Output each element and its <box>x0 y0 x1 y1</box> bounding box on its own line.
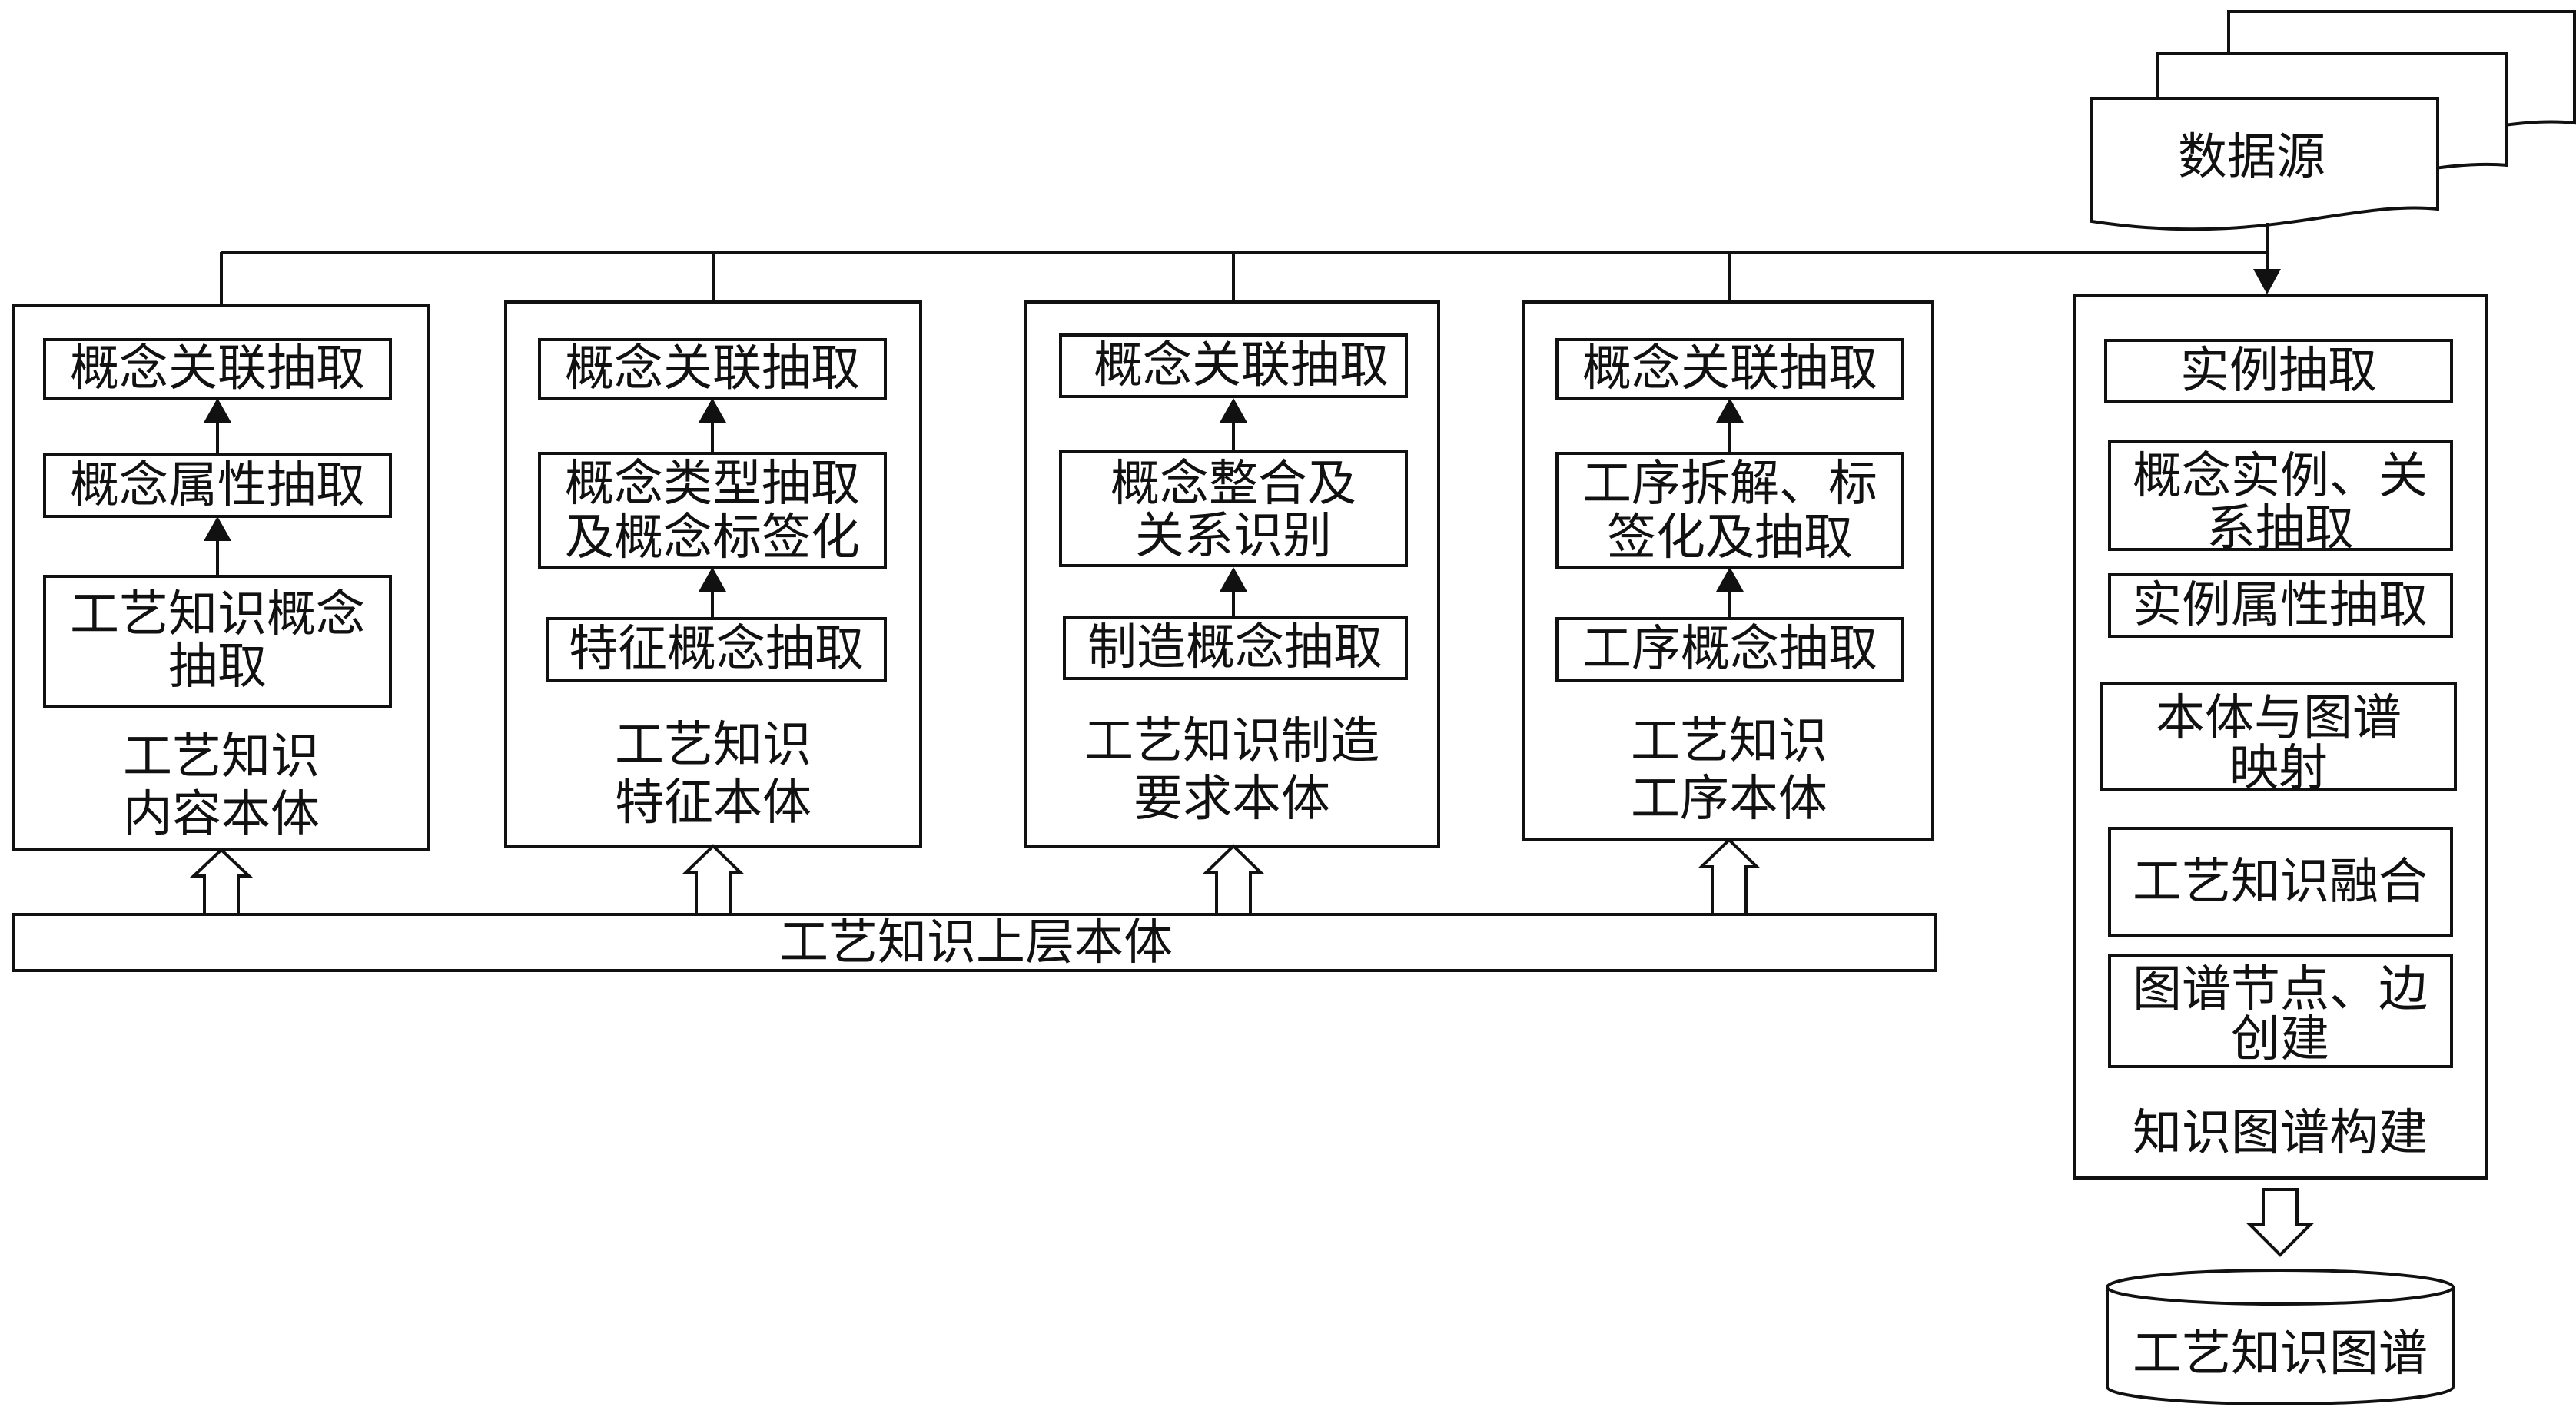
manufacturing-step-2-label-line2: 关系识别 <box>1135 508 1332 565</box>
arrow-up-icon <box>1716 398 1744 423</box>
kg-construction-group: 实例抽取 概念实例、关 系抽取 实例属性抽取 本体与图谱 映射 工艺知识融合 图… <box>2073 294 2488 1180</box>
content-step-1-label: 概念关联抽取 <box>70 340 365 397</box>
content-step-3-label-line2: 抽取 <box>168 639 267 695</box>
process-step-2-label-line1: 工序拆解、标 <box>1582 456 1877 513</box>
content-ontology-title-line1: 工艺知识 <box>123 728 320 785</box>
process-ontology-group: 概念关联抽取 工序拆解、标 签化及抽取 工序概念抽取 工艺知识 工序本体 <box>1522 300 1934 841</box>
knowledge-graph-label: 工艺知识图谱 <box>2133 1326 2428 1382</box>
feature-step-1 <box>538 338 887 400</box>
content-ontology-title-line2: 内容本体 <box>123 786 320 843</box>
data-source-label: 数据源 <box>2178 129 2325 186</box>
content-step-1 <box>43 338 392 400</box>
kg-step-2-label-line2: 系抽取 <box>2206 500 2354 557</box>
kg-step-1 <box>2104 339 2453 403</box>
kg-step-2 <box>2108 440 2453 551</box>
process-step-3-label: 工序概念抽取 <box>1582 621 1877 678</box>
feature-step-2-label-line1: 概念类型抽取 <box>565 456 860 513</box>
knowledge-graph-node: 工艺知识图谱 <box>2106 1269 2455 1405</box>
feature-ontology-title-line2: 特征本体 <box>615 775 812 831</box>
feature-ontology-title-line1: 工艺知识 <box>615 717 812 774</box>
arrow-up-icon <box>204 398 231 423</box>
kg-step-1-label: 实例抽取 <box>2180 343 2377 400</box>
kg-step-5 <box>2108 827 2453 937</box>
upper-ontology-label: 工艺知识上层本体 <box>779 914 1173 971</box>
feature-step-2 <box>538 452 887 569</box>
kg-step-3-label: 实例属性抽取 <box>2133 577 2428 634</box>
manufacturing-step-2-label-line1: 概念整合及 <box>1110 456 1356 513</box>
process-ontology-title-line1: 工艺知识 <box>1631 713 1827 770</box>
content-step-2 <box>43 453 392 518</box>
manufacturing-step-3-label: 制造概念抽取 <box>1087 619 1383 676</box>
manufacturing-ontology-title-line1: 工艺知识制造 <box>1084 713 1379 770</box>
database-top <box>2106 1269 2455 1306</box>
hollow-down-arrow-icon <box>2246 1188 2314 1257</box>
process-step-1 <box>1555 338 1904 400</box>
arrow-up-icon <box>204 516 231 541</box>
distribution-bus <box>220 223 2281 306</box>
content-ontology-group: 概念关联抽取 概念属性抽取 工艺知识概念 抽取 工艺知识 内容本体 <box>12 304 430 851</box>
kg-step-3 <box>2108 573 2453 638</box>
kg-step-2-label-line1: 概念实例、关 <box>2133 448 2428 505</box>
content-step-3-label-line1: 工艺知识概念 <box>70 586 365 643</box>
process-step-3 <box>1555 617 1904 682</box>
kg-step-5-label: 工艺知识融合 <box>2133 854 2428 911</box>
content-step-3 <box>43 575 392 708</box>
hollow-up-arrow-icon <box>1698 838 1761 916</box>
hollow-up-arrow-icon <box>189 848 254 916</box>
kg-construction-title: 知识图谱构建 <box>2133 1105 2428 1162</box>
manufacturing-step-1 <box>1059 333 1408 398</box>
arrow-up-icon <box>1220 567 1247 592</box>
manufacturing-step-3 <box>1063 616 1408 680</box>
upper-ontology-node: 工艺知识上层本体 <box>12 913 1937 972</box>
process-step-1-label: 概念关联抽取 <box>1582 340 1877 397</box>
kg-step-6-label-line2: 创建 <box>2231 1011 2329 1068</box>
arrow-up-icon <box>1220 398 1247 423</box>
kg-step-4 <box>2100 682 2457 791</box>
feature-step-3-label: 特征概念抽取 <box>569 621 864 678</box>
process-ontology-title-line2: 工序本体 <box>1631 771 1827 828</box>
data-source-node: 数据源 <box>2090 10 2576 231</box>
hollow-up-arrow-icon <box>1202 844 1265 916</box>
kg-step-6 <box>2108 954 2453 1068</box>
feature-ontology-group: 概念关联抽取 概念类型抽取 及概念标签化 特征概念抽取 工艺知识 特征本体 <box>504 300 922 848</box>
manufacturing-step-2 <box>1059 450 1408 567</box>
process-step-2-label-line2: 签化及抽取 <box>1607 509 1853 566</box>
manufacturing-step-1-label: 概念关联抽取 <box>1094 337 1389 394</box>
kg-step-4-label-line2: 映射 <box>2229 740 2328 797</box>
hollow-up-arrow-icon <box>682 844 745 916</box>
feature-step-1-label: 概念关联抽取 <box>565 340 860 397</box>
kg-step-6-label-line1: 图谱节点、边 <box>2133 961 2428 1018</box>
feature-step-3 <box>546 617 887 682</box>
manufacturing-ontology-title-line2: 要求本体 <box>1134 771 1330 828</box>
manufacturing-ontology-group: 概念关联抽取 概念整合及 关系识别 制造概念抽取 工艺知识制造 要求本体 <box>1024 300 1440 848</box>
kg-step-4-label-line1: 本体与图谱 <box>2156 690 2402 747</box>
content-step-2-label: 概念属性抽取 <box>70 457 365 514</box>
feature-step-2-label-line2: 及概念标签化 <box>565 509 860 566</box>
arrow-up-icon <box>699 398 726 423</box>
hollow-arrows-up <box>189 838 1761 916</box>
arrow-to-kg-icon <box>2253 269 2281 294</box>
arrow-up-icon <box>1716 567 1744 592</box>
arrow-up-icon <box>699 567 726 592</box>
